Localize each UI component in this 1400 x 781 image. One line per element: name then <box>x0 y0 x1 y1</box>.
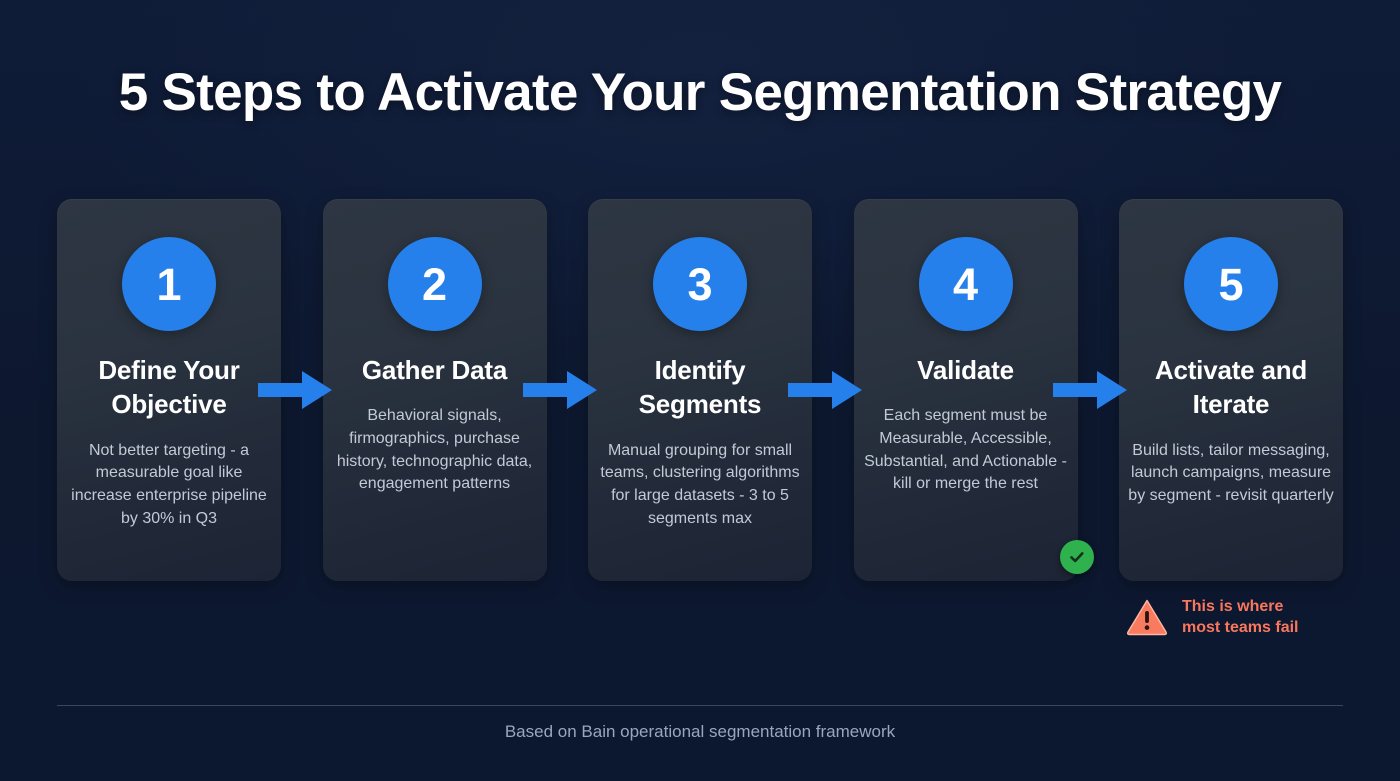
step-number-3: 3 <box>687 258 713 310</box>
step-title-1: Define Your Objective <box>98 355 240 420</box>
warning-text: This is where most teams fail <box>1182 596 1298 638</box>
step-number-5: 5 <box>1218 258 1244 310</box>
step-number-badge-2: 2 <box>387 237 482 331</box>
step-number-4: 4 <box>952 258 979 310</box>
step-card-5[interactable]: 5 Activate and Iterate Build lists, tail… <box>1119 199 1343 581</box>
step-description-3: Manual grouping for small teams, cluster… <box>600 441 800 527</box>
step-card-2[interactable]: 2 Gather Data Behavioral signals, firmog… <box>322 199 547 581</box>
step-number-badge-4: 4 <box>918 237 1013 331</box>
step-description-5: Build lists, tailor messaging, launch ca… <box>1128 441 1334 505</box>
footer-text: Based on Bain operational segmentation f… <box>504 722 896 741</box>
arrow-right-icon-4 <box>1053 371 1127 409</box>
arrow-right-icon-1 <box>258 371 332 409</box>
step-number-badge-3: 3 <box>653 237 747 331</box>
footer-divider <box>57 705 1343 706</box>
warning-line-2: most teams fail <box>1182 619 1299 637</box>
step-number-2: 2 <box>421 258 448 310</box>
check-icon <box>1059 540 1094 574</box>
arrow-right-icon-3 <box>788 371 862 409</box>
step-description-4: Each segment must be Measurable, Accessi… <box>864 407 1067 493</box>
step-card-3[interactable]: 3 Identify Segments Manual grouping for … <box>588 199 812 581</box>
step-title-3: Identify Segments <box>638 355 762 420</box>
step-description-2: Behavioral signals, firmographics, purch… <box>336 407 533 493</box>
step-number-1: 1 <box>156 258 182 310</box>
steps-row: 1 Define Your Objective Not better targe… <box>57 199 1343 581</box>
page-title: 5 Steps to Activate Your Segmentation St… <box>118 63 1282 122</box>
step-number-badge-1: 1 <box>122 237 216 331</box>
step-number-badge-5: 5 <box>1184 237 1278 331</box>
step-title-5: Activate and Iterate <box>1154 355 1308 420</box>
step-card-4[interactable]: 4 Validate Each segment must be Measurab… <box>853 199 1094 581</box>
warning-line-1: This is where <box>1182 598 1284 615</box>
arrow-right-icon-2 <box>523 371 597 409</box>
step-description-1: Not better targeting - a measurable goal… <box>71 441 267 527</box>
warning-note: This is where most teams fail <box>1126 596 1298 638</box>
step-title-4: Validate <box>917 355 1014 385</box>
step-title-2: Gather Data <box>361 355 508 385</box>
warning-triangle-icon <box>1126 598 1168 636</box>
step-card-1[interactable]: 1 Define Your Objective Not better targe… <box>57 199 281 581</box>
